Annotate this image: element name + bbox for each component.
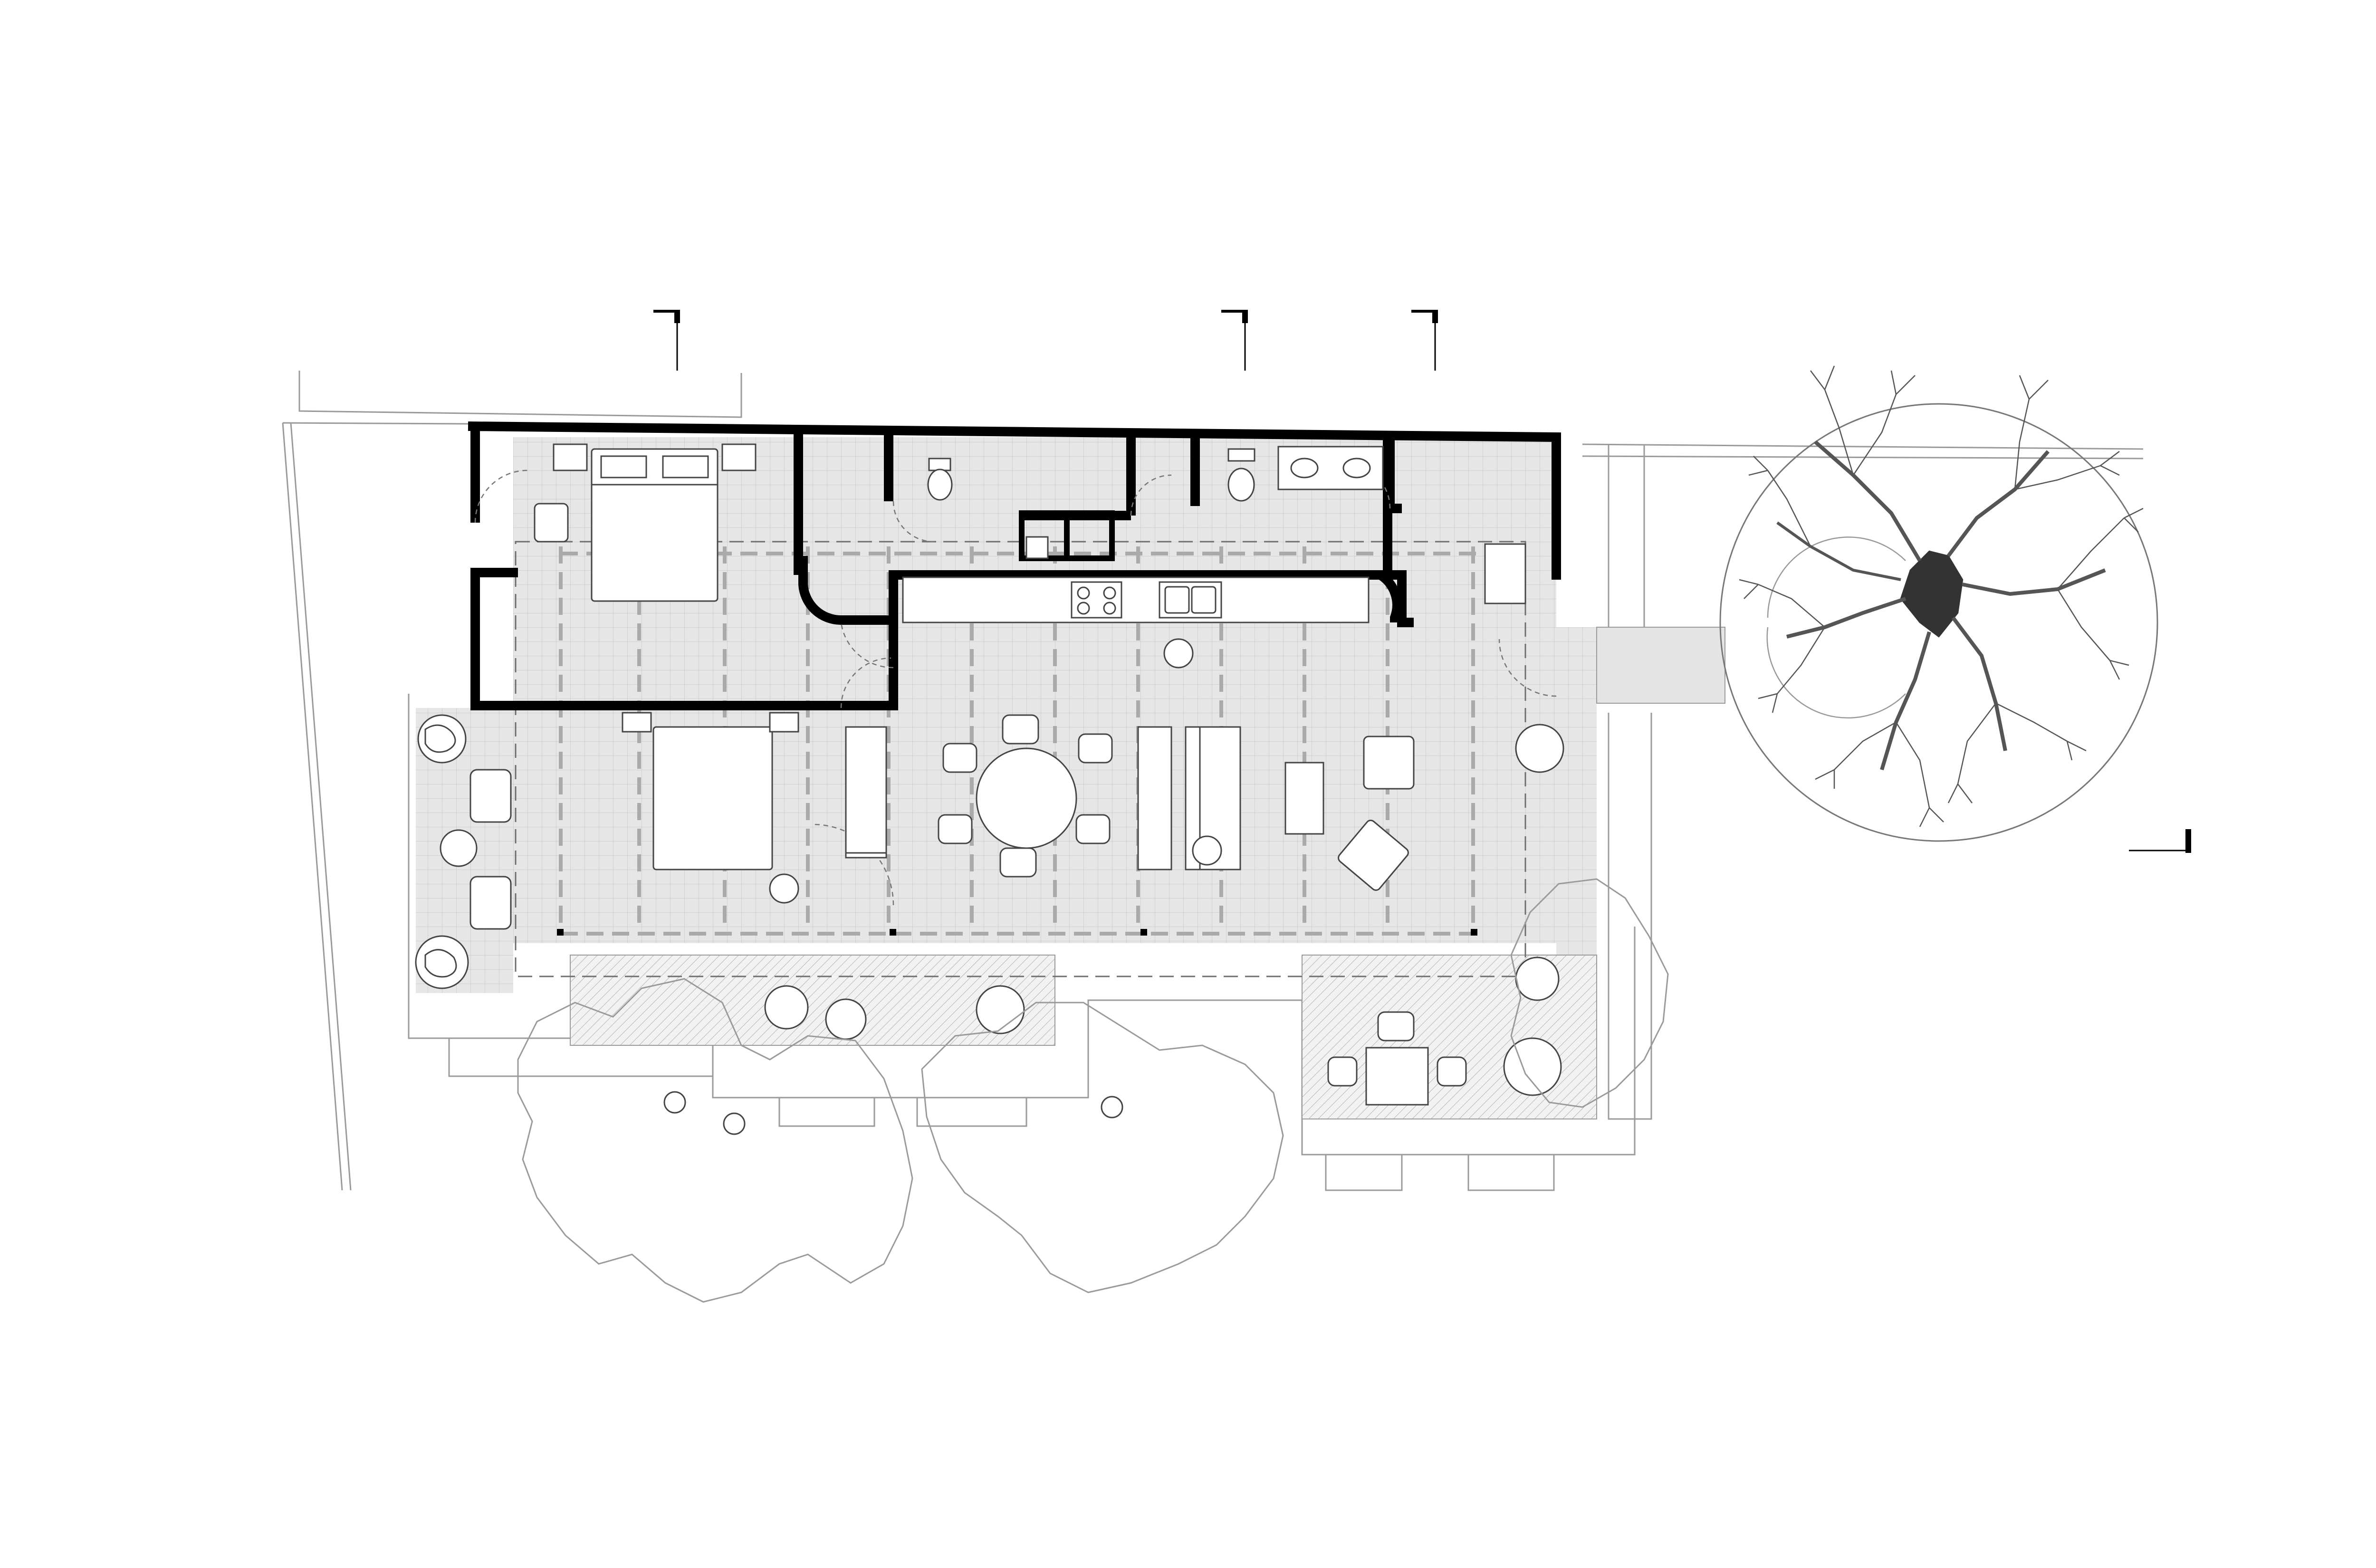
tree-crown-outline [1510,878,1669,1108]
deciduous-tree-icon [1719,365,2158,842]
east-terrace-floor [1556,627,1597,988]
potted-plant-icon [1515,724,1564,773]
section-marker-icon [1221,310,1248,371]
armchair-icon [1338,820,1409,891]
site-boundary-lines [282,371,2144,1191]
potted-plant-icon [415,935,469,989]
north-wall [468,421,1561,580]
nightstand-icon [721,443,757,471]
side-table-icon [440,829,478,867]
washer-icon [1484,543,1526,604]
curved-wall-east [1131,570,1402,622]
potted-plant-icon [1192,835,1222,866]
shower-icon [1025,536,1049,559]
lounge-chair-icon [469,876,512,930]
potted-plant-icon [1515,956,1560,1001]
toilet-icon [1227,448,1255,502]
potted-plants [415,714,1564,1135]
toilet-icon [927,458,953,501]
sink-icon [1277,446,1384,490]
armchair-icon [1363,736,1415,790]
double-bed-icon [622,712,799,870]
desk-icon [534,503,569,543]
walls [468,421,1561,710]
sofa-icon [1137,726,1241,870]
potted-plant-icon [764,985,809,1030]
potted-plant-icon [825,998,867,1040]
section-marker-icon [1411,310,1438,371]
entry-path [1596,627,1725,704]
potted-plant-icon [1163,638,1194,669]
kitchen-counter [902,576,1370,623]
garden-trees [517,878,1669,1303]
potted-plant-icon [1503,1037,1562,1096]
lounge-chair-icon [469,769,512,823]
potted-plant-icon [769,873,799,904]
section-marker-icon [2129,829,2191,853]
cooktop-icon [1071,581,1122,619]
double-bed-icon [591,448,719,602]
outdoor-table-icon [1327,1011,1467,1106]
tree-crown-outline [921,1002,1284,1293]
coffee-table-icon [1284,762,1324,835]
south-planter-west [570,955,1055,1046]
sink-icon [1159,581,1222,619]
potted-plant-icon [417,714,467,764]
section-markers [653,310,2191,853]
nightstand-icon [553,443,588,471]
west-wall-lower [470,573,898,710]
wardrobe-icon [845,726,887,859]
columns [557,929,1477,936]
tree-crown-outline [517,978,913,1303]
section-marker-icon [653,310,680,371]
potted-plant-icon [976,985,1025,1034]
dining-table-icon [938,714,1113,878]
